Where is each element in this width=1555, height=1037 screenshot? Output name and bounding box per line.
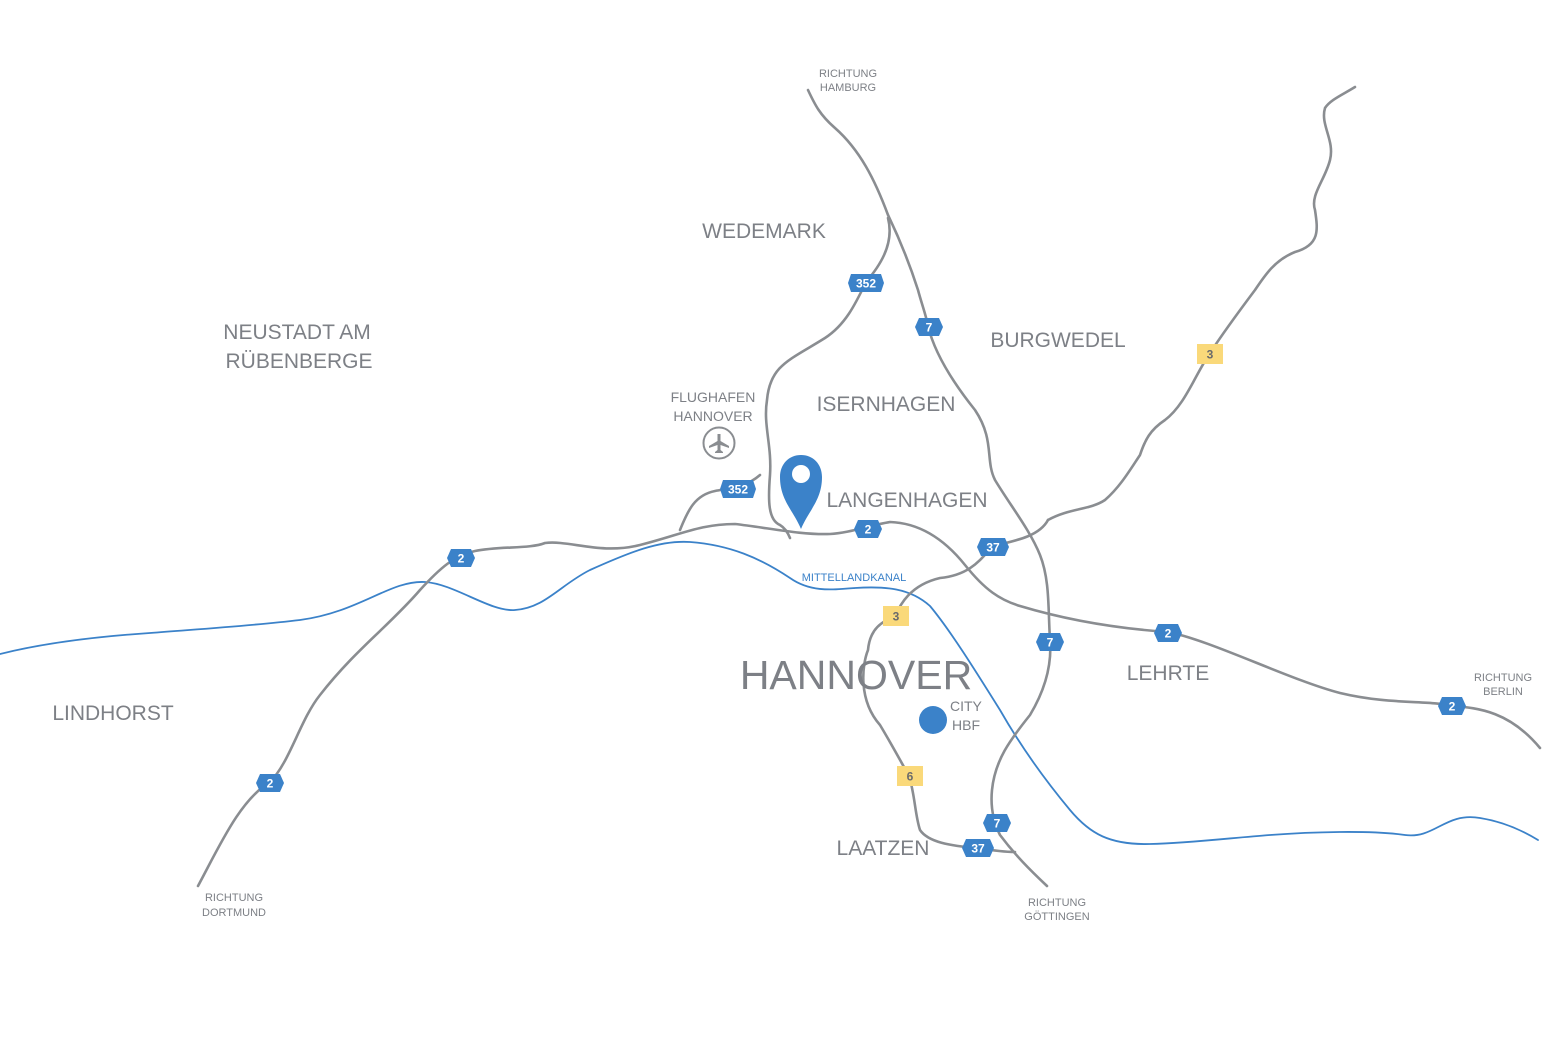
direction-goettingen-line1: RICHTUNG — [1028, 897, 1086, 909]
b3-shield-city-label: 3 — [893, 610, 900, 624]
a352-shield-north: 352 — [848, 274, 884, 292]
poi-layer: FLUGHAFEN HANNOVER CITY HBF — [671, 389, 983, 734]
a37-shield-south: 37 — [962, 839, 994, 857]
a7-shield-middle-label: 7 — [1047, 636, 1054, 650]
a7-shield-north: 7 — [915, 318, 943, 336]
direction-dortmund-line1: RICHTUNG — [205, 892, 263, 904]
a2-shield-southwest-label: 2 — [267, 777, 274, 791]
a2-shield-far-east: 2 — [1438, 697, 1466, 715]
place-laatzen: LAATZEN — [837, 837, 930, 860]
b6-shield: 6 — [897, 766, 923, 786]
a2-road — [196, 520, 1542, 888]
airport-label-line2: HANNOVER — [673, 408, 752, 424]
city-label-line2: HBF — [952, 717, 980, 733]
b6-shield-label: 6 — [907, 770, 914, 784]
a2-shield-west: 2 — [447, 549, 475, 567]
b3-shield-city: 3 — [883, 606, 909, 626]
canal-label: MITTELLANDKANAL — [802, 572, 907, 584]
direction-berlin-line2: BERLIN — [1483, 686, 1523, 698]
place-lehrte: LEHRTE — [1127, 662, 1209, 685]
a2-shield-langenhagen: 2 — [854, 520, 882, 538]
b3-shield-northeast: 3 — [1197, 344, 1223, 364]
place-lindhorst: LINDHORST — [52, 702, 174, 725]
direction-hamburg-line2: HAMBURG — [820, 82, 876, 94]
a37-shield-north: 37 — [977, 538, 1009, 556]
place-isernhagen: ISERNHAGEN — [817, 393, 956, 416]
a37-shield-north-label: 37 — [986, 541, 1000, 555]
direction-labels: RICHTUNG HAMBURG RICHTUNG DORTMUND RICHT… — [202, 68, 1532, 923]
a7-road — [806, 88, 1052, 888]
place-neustadt-line2: RÜBENBERGE — [225, 350, 372, 373]
waterway-layer — [0, 540, 1539, 845]
city-label-line1: CITY — [950, 698, 983, 714]
b3-road — [1046, 85, 1357, 522]
city-center-dot-icon — [919, 706, 947, 734]
federal-road-shields: 3 3 6 — [883, 344, 1223, 786]
a2-shield-langenhagen-label: 2 — [865, 523, 872, 537]
direction-dortmund-line2: DORTMUND — [202, 907, 266, 919]
road-layer — [196, 85, 1542, 888]
motorway-shields: 352 352 7 7 7 2 2 2 — [256, 274, 1466, 857]
direction-berlin-line1: RICHTUNG — [1474, 672, 1532, 684]
place-labels: WEDEMARK NEUSTADT AM RÜBENBERGE BURGWEDE… — [52, 220, 1209, 860]
mittellandkanal-line — [0, 540, 1539, 845]
a352-shield-south-label: 352 — [728, 483, 748, 497]
a352-shield-south: 352 — [720, 480, 756, 498]
direction-hamburg-line1: RICHTUNG — [819, 68, 877, 80]
place-burgwedel: BURGWEDEL — [990, 329, 1125, 352]
airport-label-line1: FLUGHAFEN — [671, 389, 756, 405]
a7-shield-middle: 7 — [1036, 633, 1064, 651]
place-wedemark: WEDEMARK — [702, 220, 826, 243]
b3-shield-northeast-label: 3 — [1207, 348, 1214, 362]
a37-road — [861, 518, 1050, 854]
a2-shield-far-east-label: 2 — [1449, 700, 1456, 714]
map-pin-icon — [780, 455, 822, 529]
a37-shield-south-label: 37 — [971, 842, 985, 856]
a2-shield-southwest: 2 — [256, 774, 284, 792]
a2-shield-east-label: 2 — [1165, 627, 1172, 641]
place-langenhagen: LANGENHAGEN — [826, 489, 987, 512]
place-neustadt-line1: NEUSTADT AM — [223, 321, 370, 344]
a352-shield-north-label: 352 — [856, 277, 876, 291]
a7-shield-south-label: 7 — [994, 817, 1001, 831]
a2-shield-west-label: 2 — [458, 552, 465, 566]
a7-shield-north-label: 7 — [926, 321, 933, 335]
airplane-icon — [702, 426, 736, 460]
a2-shield-east: 2 — [1154, 624, 1182, 642]
a7-shield-south: 7 — [983, 814, 1011, 832]
place-hannover: HANNOVER — [740, 652, 972, 698]
direction-goettingen-line2: GÖTTINGEN — [1024, 911, 1089, 923]
